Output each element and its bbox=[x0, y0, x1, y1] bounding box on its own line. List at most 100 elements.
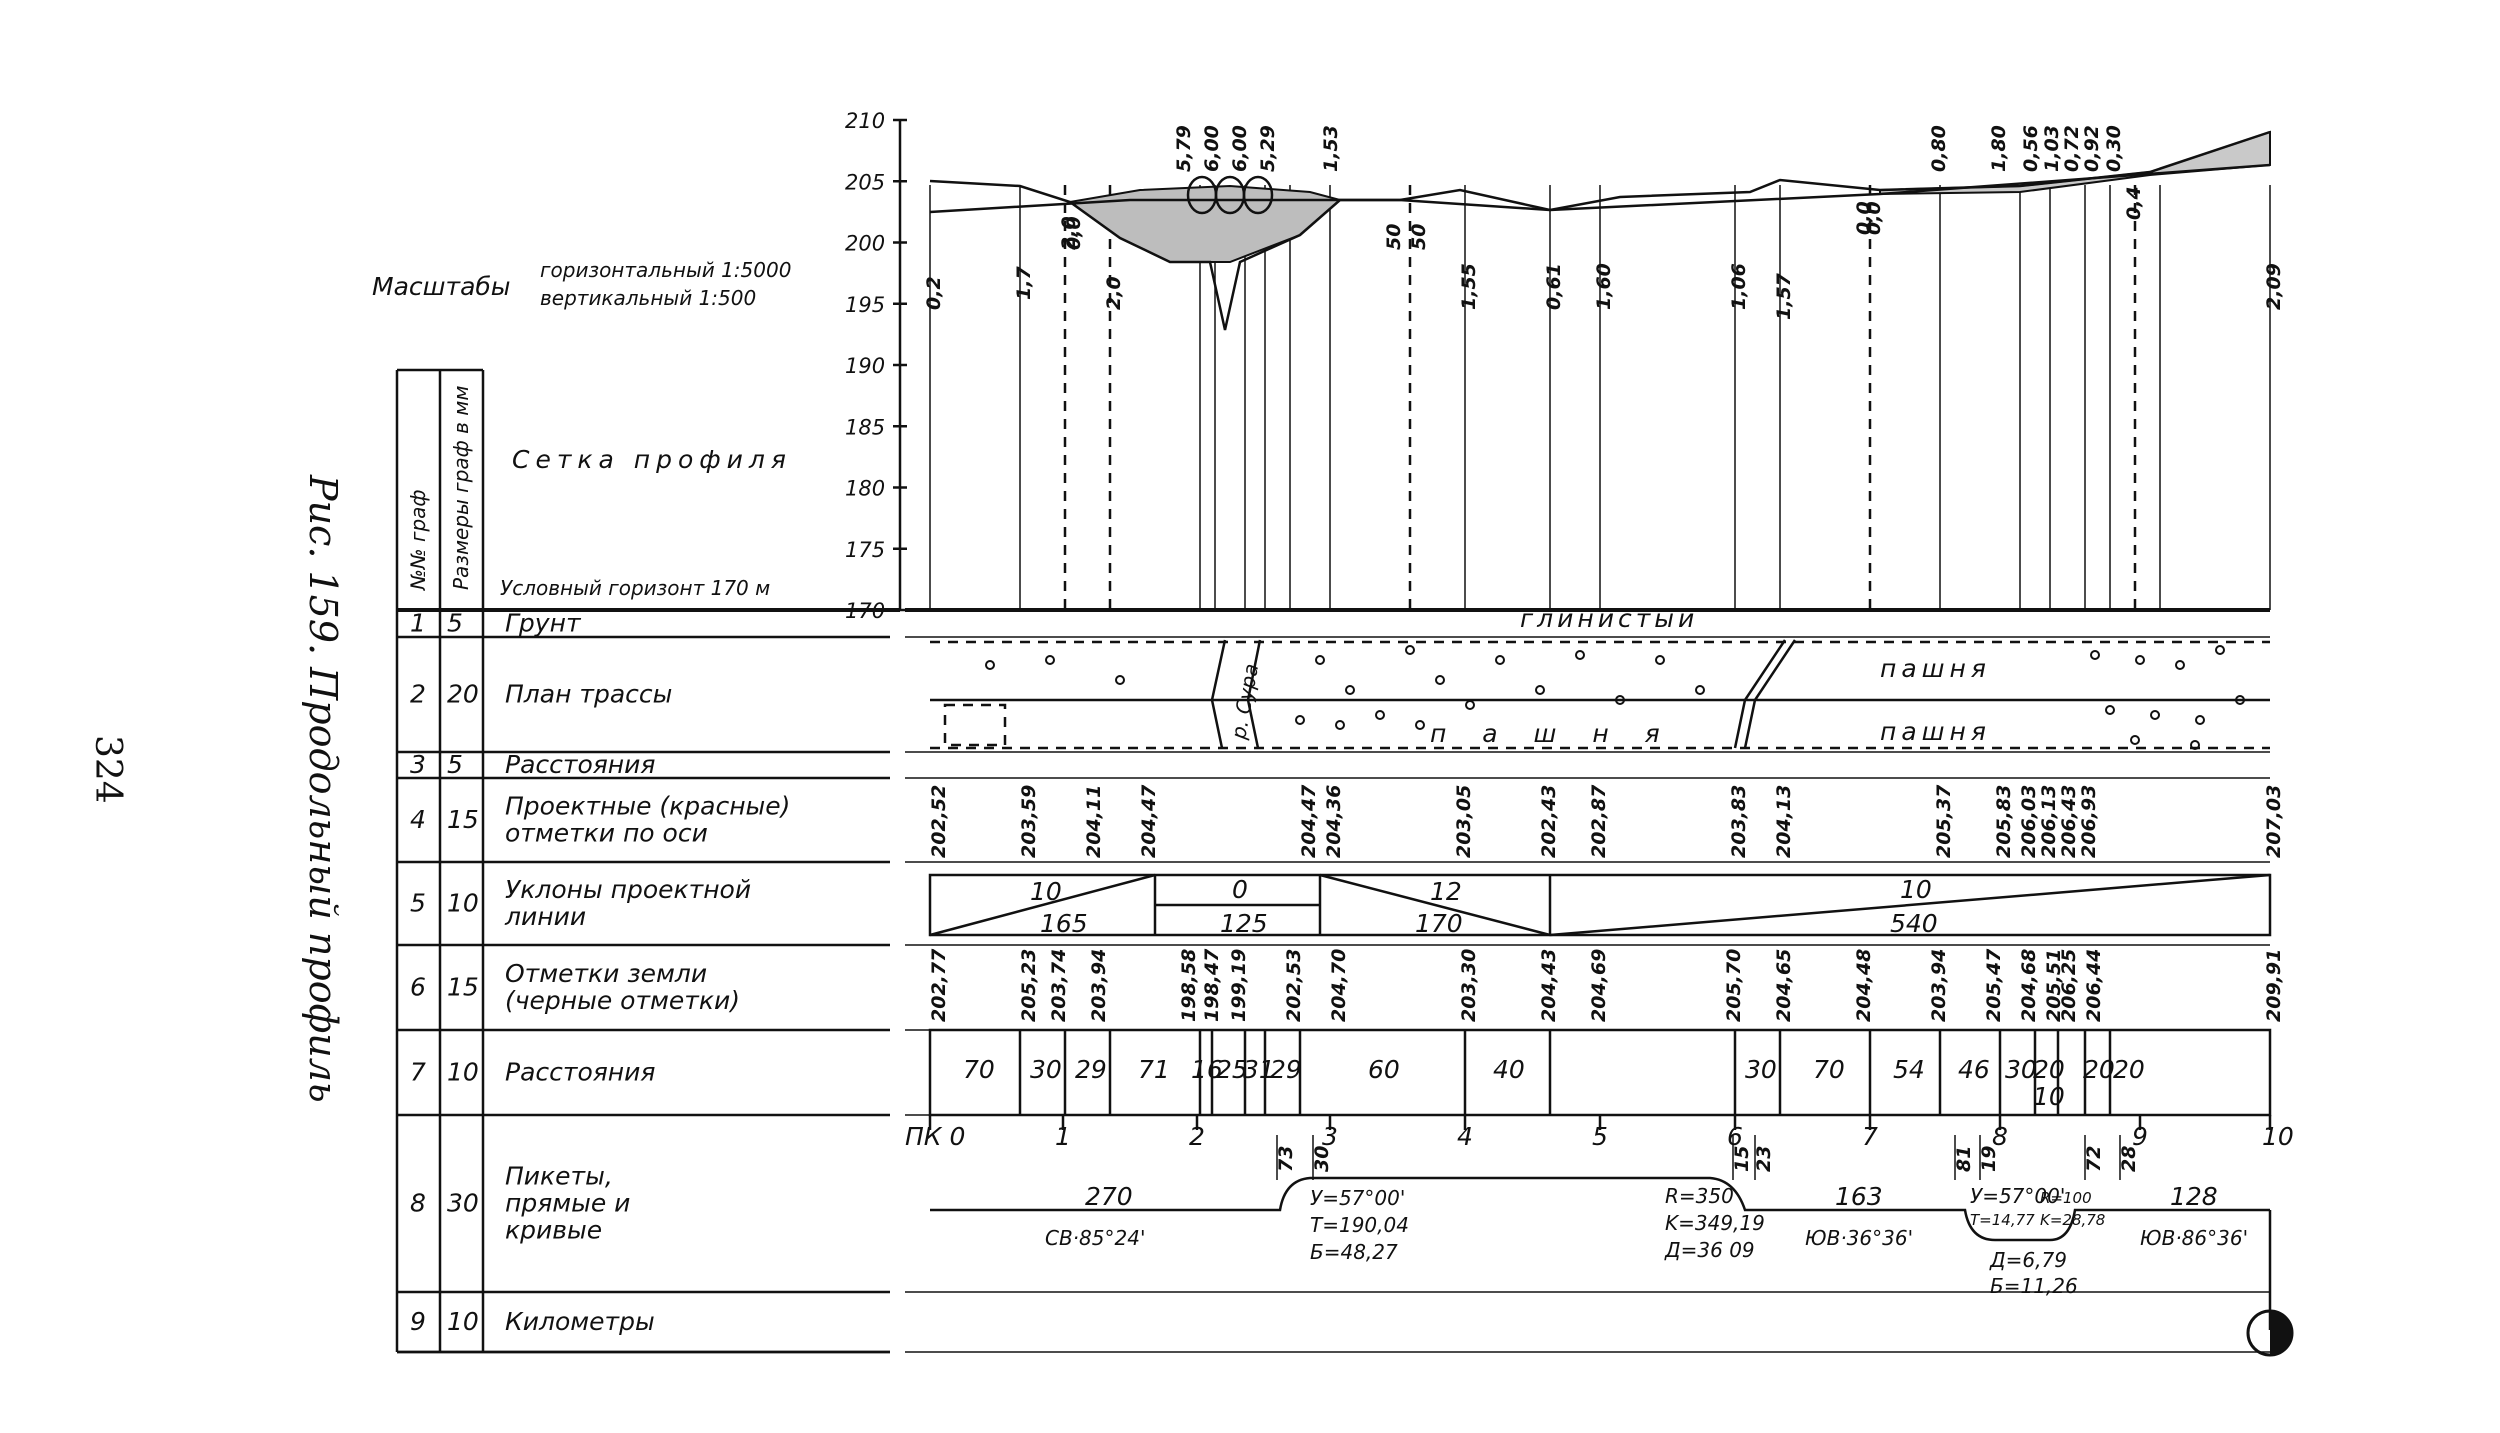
terrain-symbol bbox=[2195, 715, 2205, 725]
grade-diagonal-2 bbox=[1319, 873, 1551, 937]
kilometers-row bbox=[2246, 1210, 2294, 1357]
y-tick-label: 185 bbox=[845, 415, 885, 439]
terrain-symbol bbox=[1615, 695, 1625, 705]
ground-mark: 199,19 bbox=[1228, 949, 1250, 1022]
y-tick-label: 180 bbox=[845, 477, 885, 501]
working-height-top: 0,92 bbox=[2081, 125, 2103, 172]
design-mark: 202,43 bbox=[1538, 785, 1560, 858]
terrain-symbol bbox=[1295, 715, 1305, 725]
picket-label: 4 bbox=[1457, 1122, 1473, 1151]
y-tick-label: 210 bbox=[845, 109, 885, 133]
straight-1-bearing: СВ·85°24' bbox=[1045, 1226, 1145, 1250]
y-tick-label: 190 bbox=[845, 354, 885, 378]
row-number: 8 bbox=[410, 1189, 426, 1218]
curve-2-radius: R=100 bbox=[2040, 1189, 2092, 1207]
working-height: 1,55 bbox=[1458, 263, 1480, 310]
curve-2-bisector: Б=11,26 bbox=[1990, 1274, 2078, 1298]
ground-mark: 204,68 bbox=[2018, 949, 2040, 1022]
bridge-pier-3 bbox=[1242, 175, 1274, 215]
row-size: 5 bbox=[447, 609, 463, 638]
terrain-symbol bbox=[1405, 645, 1415, 655]
working-height: 1,06 bbox=[1728, 263, 1750, 310]
row-number: 6 bbox=[410, 973, 426, 1002]
picket-start: ПК 0 bbox=[905, 1122, 965, 1151]
design-mark: 203,59 bbox=[1018, 785, 1040, 858]
working-height: 0,0 bbox=[1863, 201, 1885, 235]
straight-3-length: 128 bbox=[2170, 1182, 2218, 1211]
working-height-top: 6,00 bbox=[1201, 125, 1223, 172]
grade-length: 540 bbox=[1890, 909, 1938, 938]
curve-offset: 72 bbox=[2083, 1146, 2105, 1172]
design-mark: 204,11 bbox=[1083, 785, 1105, 858]
row-label: Расстояния bbox=[505, 1058, 655, 1087]
y-tick-label: 175 bbox=[845, 538, 885, 562]
working-height: 0,0 bbox=[1063, 216, 1085, 250]
row-size: 30 bbox=[447, 1189, 479, 1218]
y-tick-label: 205 bbox=[845, 170, 885, 194]
curve-2-tangent: Т=14,77 bbox=[1970, 1211, 2035, 1229]
distance-value: 20 bbox=[2113, 1055, 2145, 1084]
working-height: 50 bbox=[1408, 224, 1430, 250]
picket-label: 1 bbox=[1055, 1122, 1071, 1151]
distance-value: 29 bbox=[1270, 1055, 1302, 1084]
ground-mark: 203,94 bbox=[1088, 949, 1110, 1022]
grade-length: 165 bbox=[1040, 909, 1088, 938]
row-number: 5 bbox=[410, 889, 426, 918]
distance-value: 54 bbox=[1893, 1055, 1925, 1084]
design-mark: 207,03 bbox=[2263, 785, 2285, 858]
distance-value: 71 bbox=[1138, 1055, 1170, 1084]
page-number: 324 bbox=[87, 735, 128, 804]
ground-mark: 204,48 bbox=[1853, 949, 1875, 1022]
ground-mark: 205,51 bbox=[2043, 949, 2065, 1022]
row-label: Пикеты, bbox=[505, 1162, 613, 1191]
river-bank-2 bbox=[1246, 639, 1262, 749]
working-height-top: 0,80 bbox=[1928, 125, 1950, 172]
curve-1-bisector: Б=48,27 bbox=[1310, 1240, 1398, 1264]
distance-value: 10 bbox=[2033, 1082, 2065, 1111]
design-mark: 206,93 bbox=[2078, 785, 2100, 858]
distance-value: 30 bbox=[2005, 1055, 2037, 1084]
curve-1-radius: R=350 bbox=[1665, 1184, 1734, 1208]
row-size: 10 bbox=[447, 1307, 479, 1336]
distance-value: 70 bbox=[963, 1055, 995, 1084]
grade-length: 170 bbox=[1415, 909, 1463, 938]
terrain-symbol bbox=[2150, 710, 2160, 720]
working-height-top: 1,03 bbox=[2041, 125, 2063, 172]
profile-grid-label: Сетка профиля bbox=[512, 445, 792, 474]
working-height-top: 0,30 bbox=[2103, 125, 2125, 172]
working-height-top: 5,29 bbox=[1257, 125, 1279, 172]
row-size: 10 bbox=[447, 889, 479, 918]
row-label: Уклоны проектной bbox=[505, 875, 751, 904]
plan-field-2: пашня bbox=[1880, 717, 1991, 746]
distance-value: 16 bbox=[1191, 1055, 1223, 1084]
picket-label: 3 bbox=[1322, 1122, 1338, 1151]
curve-offset: 28 bbox=[2118, 1146, 2140, 1172]
straight-2-bearing: ЮВ·36°36' bbox=[1805, 1226, 1913, 1250]
working-height-top: 1,53 bbox=[1320, 125, 1342, 172]
scale-vertical: вертикальный 1:500 bbox=[540, 286, 756, 310]
working-height: 2,0 bbox=[1058, 216, 1080, 250]
picket-label: 10 bbox=[2262, 1122, 2294, 1151]
terrain-symbol bbox=[2215, 645, 2225, 655]
terrain-symbol bbox=[1575, 650, 1585, 660]
working-height: 1,7 bbox=[1013, 266, 1035, 300]
working-height: 0,0 bbox=[1853, 201, 1875, 235]
picket-label: 2 bbox=[1189, 1122, 1205, 1151]
distance-value: 20 bbox=[2033, 1055, 2065, 1084]
terrain-symbol bbox=[1435, 675, 1445, 685]
scales-title: Масштабы bbox=[372, 272, 511, 301]
grade-diagonal-1 bbox=[929, 873, 1156, 937]
terrain-symbol bbox=[1535, 685, 1545, 695]
terrain-symbol bbox=[2130, 735, 2140, 745]
terrain-symbol bbox=[1695, 685, 1705, 695]
design-mark: 202,87 bbox=[1588, 784, 1610, 858]
straight-2-length: 163 bbox=[1835, 1182, 1883, 1211]
grade-value: 10 bbox=[1030, 877, 1062, 906]
plan-field-spaced: п а ш н я bbox=[1430, 719, 1674, 748]
grade-value: 12 bbox=[1430, 877, 1462, 906]
terrain-symbol bbox=[2235, 695, 2245, 705]
